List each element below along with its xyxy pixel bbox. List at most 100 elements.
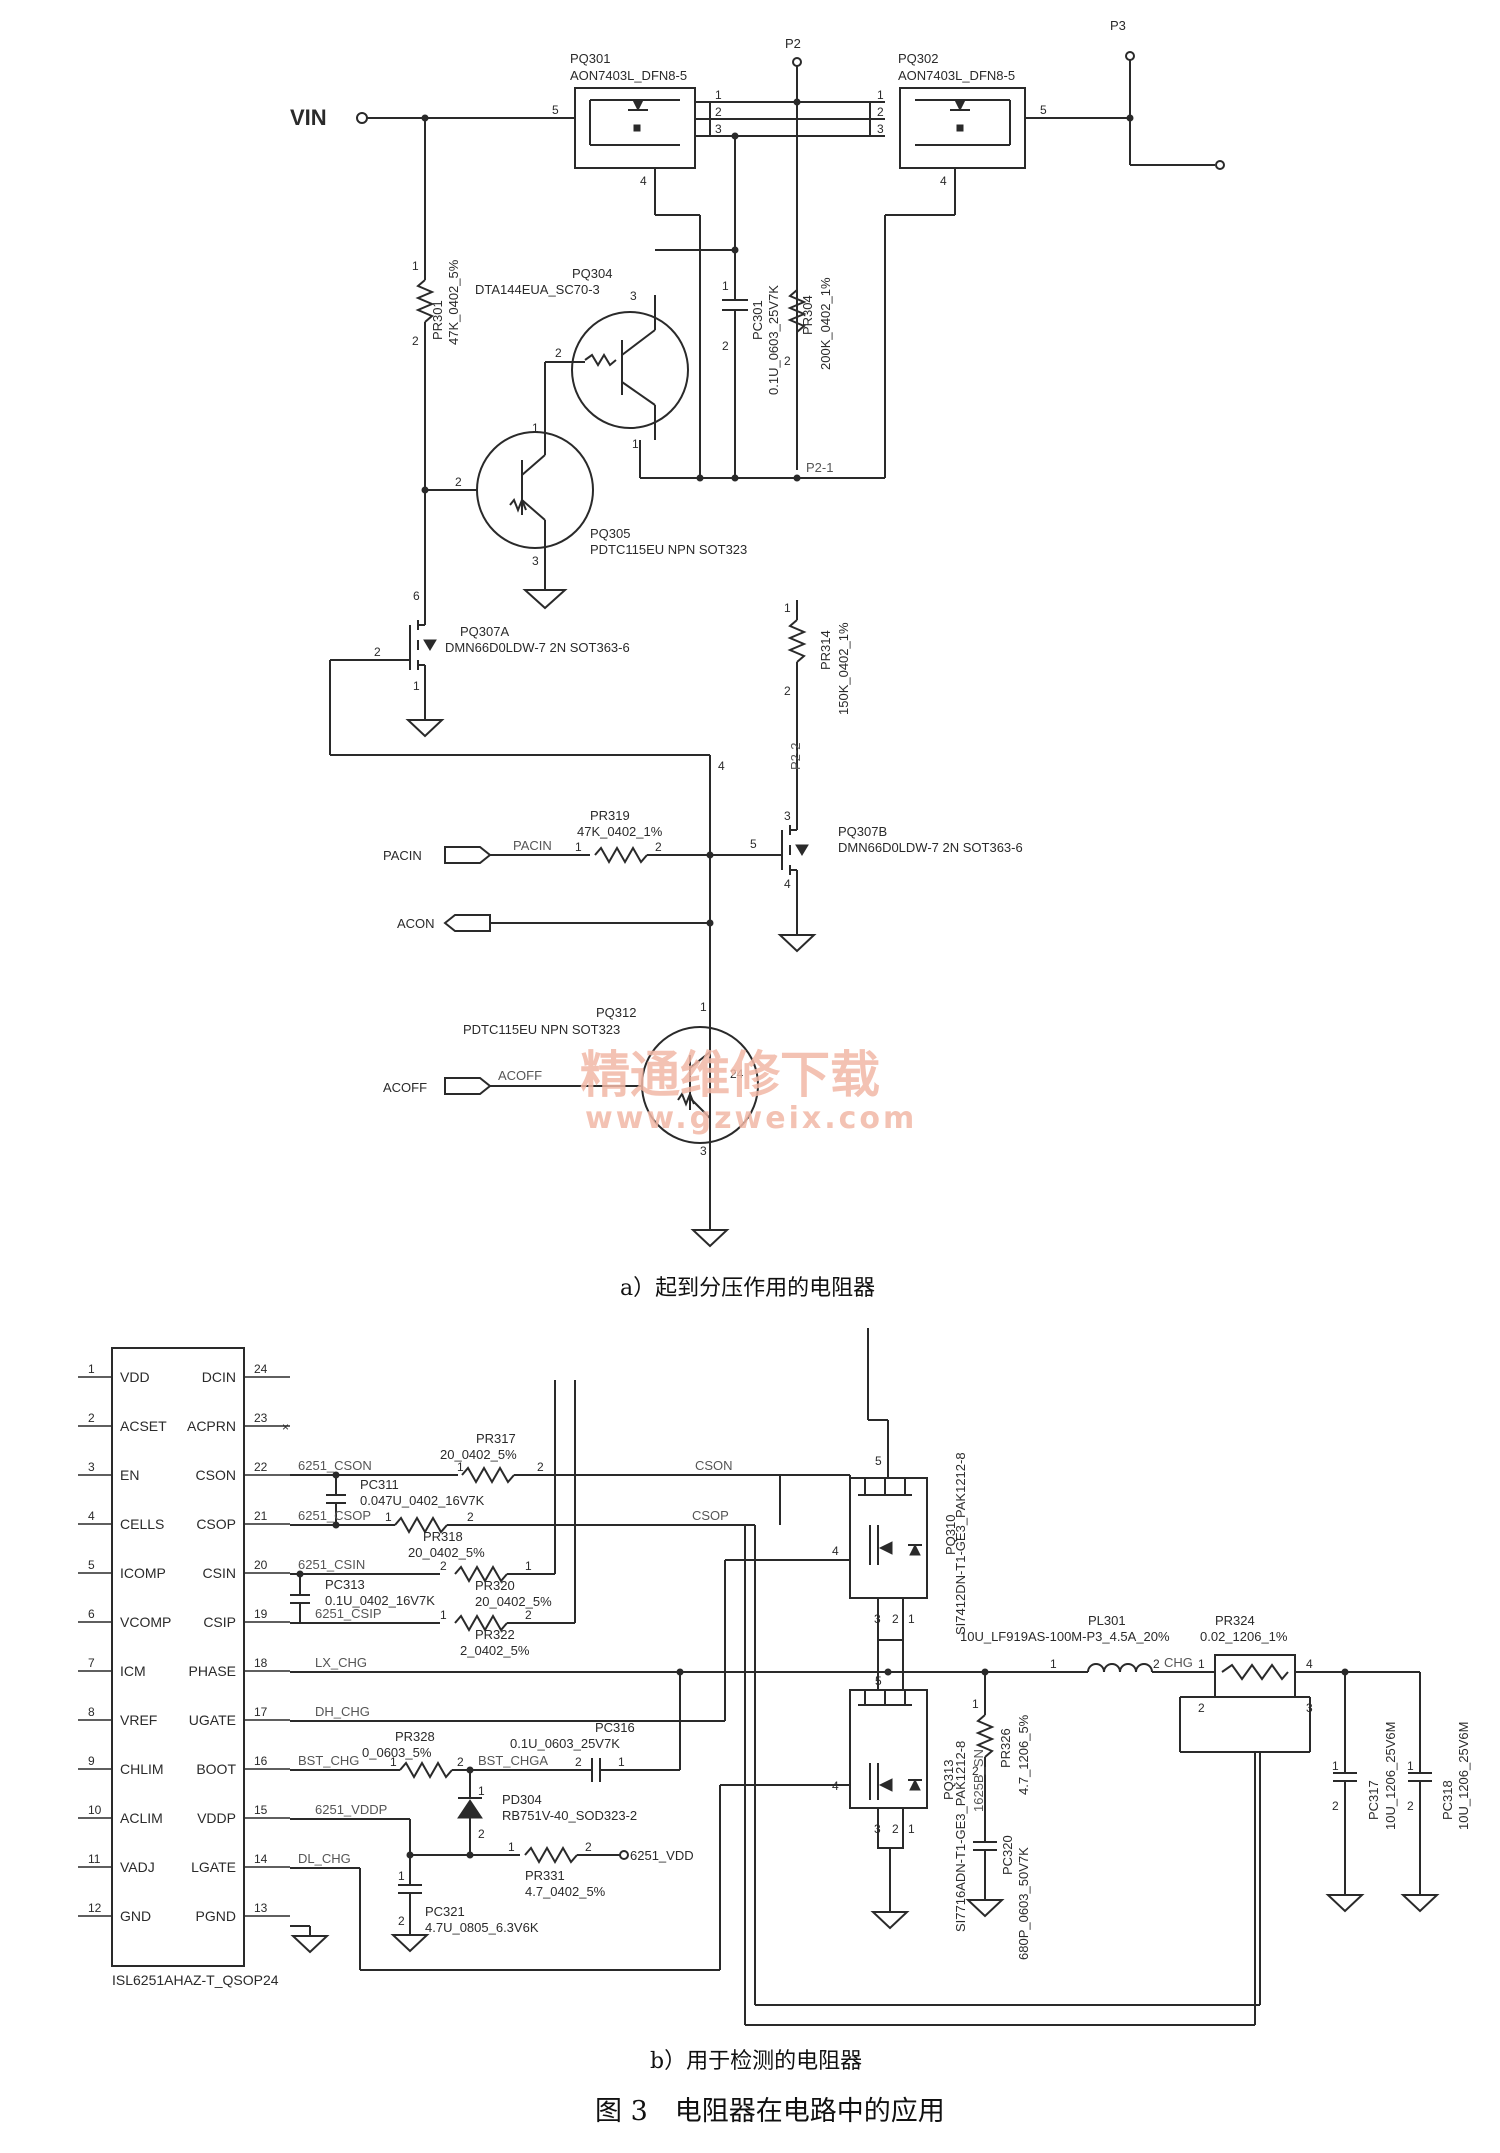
svg-text:1: 1	[1050, 1657, 1057, 1671]
net-6251-vdd: 6251_VDD	[630, 1848, 694, 1863]
net-6251-csin: 6251_CSIN	[298, 1557, 365, 1572]
ground-symbol	[965, 1899, 1005, 1918]
ic-pin-number: 10	[88, 1803, 102, 1817]
svg-text:1: 1	[413, 679, 420, 693]
acon-port	[443, 914, 491, 932]
ic-pin-name: CSON	[196, 1467, 236, 1483]
svg-text:4: 4	[718, 759, 725, 773]
ic-isl6251	[111, 1347, 245, 1967]
pr326-ref: PR326	[998, 1728, 1013, 1768]
svg-text:1: 1	[1198, 1657, 1205, 1671]
svg-text:3: 3	[874, 1822, 881, 1836]
net-acoff-wire: ACOFF	[498, 1068, 542, 1083]
pc311-value: 0.047U_0402_16V7K	[360, 1493, 485, 1508]
svg-text:2: 2	[715, 105, 722, 119]
svg-text:5: 5	[1040, 103, 1047, 117]
ic-pin-number: 16	[254, 1754, 268, 1768]
svg-text:2: 2	[467, 1510, 474, 1524]
net-chg: CHG	[1164, 1655, 1193, 1670]
pr318-value: 20_0402_5%	[408, 1545, 485, 1560]
svg-text:5: 5	[750, 837, 757, 851]
ground-symbol	[290, 1935, 330, 1954]
ic-pin-number: 2	[88, 1411, 95, 1425]
net-vin: VIN	[290, 105, 327, 130]
net-6251-csop: 6251_CSOP	[298, 1508, 371, 1523]
pd304-value: RB751V-40_SOD323-2	[502, 1808, 637, 1823]
svg-text:2: 2	[525, 1608, 532, 1622]
svg-text:1: 1	[784, 601, 791, 615]
ic-pin-number: 23	[254, 1411, 268, 1425]
svg-text:2: 2	[877, 105, 884, 119]
net-p3: P3	[1110, 18, 1126, 33]
svg-text:2: 2	[892, 1822, 899, 1836]
pr320-value: 20_0402_5%	[475, 1594, 552, 1609]
ic-pin-name: ACSET	[120, 1418, 167, 1434]
svg-text:2: 2	[585, 1840, 592, 1854]
net-bst-chg: BST_CHG	[298, 1753, 359, 1768]
svg-text:1: 1	[715, 88, 722, 102]
ic-pin-name: ICOMP	[120, 1565, 166, 1581]
net-dh-chg: DH_CHG	[315, 1704, 370, 1719]
svg-text:2: 2	[722, 339, 729, 353]
svg-text:2: 2	[457, 1755, 464, 1769]
net-6251-csip: 6251_CSIP	[315, 1606, 382, 1621]
ic-pin-name: VDDP	[197, 1810, 236, 1826]
pr331-value: 4.7_0402_5%	[525, 1884, 606, 1899]
ground-symbol	[405, 719, 445, 738]
svg-text:1: 1	[532, 421, 539, 435]
ground-symbol	[870, 1911, 910, 1930]
svg-text:1: 1	[508, 1840, 515, 1854]
pc313-ref: PC313	[325, 1577, 365, 1592]
net-cson: CSON	[695, 1458, 733, 1473]
pc318-ref: PC318	[1440, 1780, 1455, 1820]
pq304-value: DTA144EUA_SC70-3	[475, 282, 600, 297]
vin-terminal	[356, 112, 368, 124]
ic-pin-number: 22	[254, 1460, 268, 1474]
acon-label: ACON	[397, 916, 435, 931]
pr301-ref: PR301	[430, 300, 445, 340]
net-p2-2: P2-2	[788, 743, 803, 770]
figure-a: VIN 5 PQ301 AON7403L_DFN8-5 1 2 3 4 P2	[290, 18, 1225, 1301]
ic-pin-number: 15	[254, 1803, 268, 1817]
net-p2: P2	[785, 36, 801, 51]
pr320-ref: PR320	[475, 1578, 515, 1593]
ic-pin-name: DCIN	[202, 1369, 236, 1385]
ic-pin-name: LGATE	[191, 1859, 236, 1875]
pacin-port	[444, 846, 492, 864]
pacin-label: PACIN	[383, 848, 422, 863]
svg-text:2: 2	[537, 1460, 544, 1474]
ic-pin-name: CHLIM	[120, 1761, 164, 1777]
svg-text:24: 24	[730, 1067, 744, 1081]
svg-text:1: 1	[478, 1784, 485, 1798]
svg-text:4: 4	[1306, 1657, 1313, 1671]
ic-pin-number: 5	[88, 1558, 95, 1572]
svg-text:1: 1	[632, 437, 639, 451]
pr324-ref: PR324	[1215, 1613, 1255, 1628]
figure-title: 图 3 电阻器在电路中的应用	[595, 2096, 945, 2127]
ic-pin-name: CELLS	[120, 1516, 164, 1532]
net-snubber: 1625B_SN	[971, 1749, 986, 1812]
svg-text:3: 3	[874, 1612, 881, 1626]
svg-text:2: 2	[1198, 1701, 1205, 1715]
pq307b-ref: PQ307B	[838, 824, 887, 839]
svg-text:1: 1	[908, 1612, 915, 1626]
ic-pin-name: PHASE	[189, 1663, 236, 1679]
pr319-value: 47K_0402_1%	[577, 824, 663, 839]
svg-text:2: 2	[1332, 1799, 1339, 1813]
pc313-value: 0.1U_0402_16V7K	[325, 1593, 435, 1608]
svg-text:2: 2	[398, 1914, 405, 1928]
svg-text:3: 3	[715, 122, 722, 136]
pq302-value: AON7403L_DFN8-5	[898, 68, 1015, 83]
pc316-value: 0.1U_0603_25V7K	[510, 1736, 620, 1751]
pd304-ref: PD304	[502, 1792, 542, 1807]
ic-pin-number: 3	[88, 1460, 95, 1474]
ic-pin-number: 1	[88, 1362, 95, 1376]
watermark-url: www.gzweix.com	[585, 1101, 917, 1136]
ic-pin-name: ACPRN	[187, 1418, 236, 1434]
ic-pin-number: 13	[254, 1901, 268, 1915]
pr319-ref: PR319	[590, 808, 630, 823]
caption-a: a）起到分压作用的电阻器	[620, 1276, 875, 1301]
pc320-value: 680P_0603_50V7K	[1016, 1847, 1031, 1960]
svg-text:5: 5	[552, 103, 559, 117]
svg-text:5: 5	[875, 1674, 882, 1688]
